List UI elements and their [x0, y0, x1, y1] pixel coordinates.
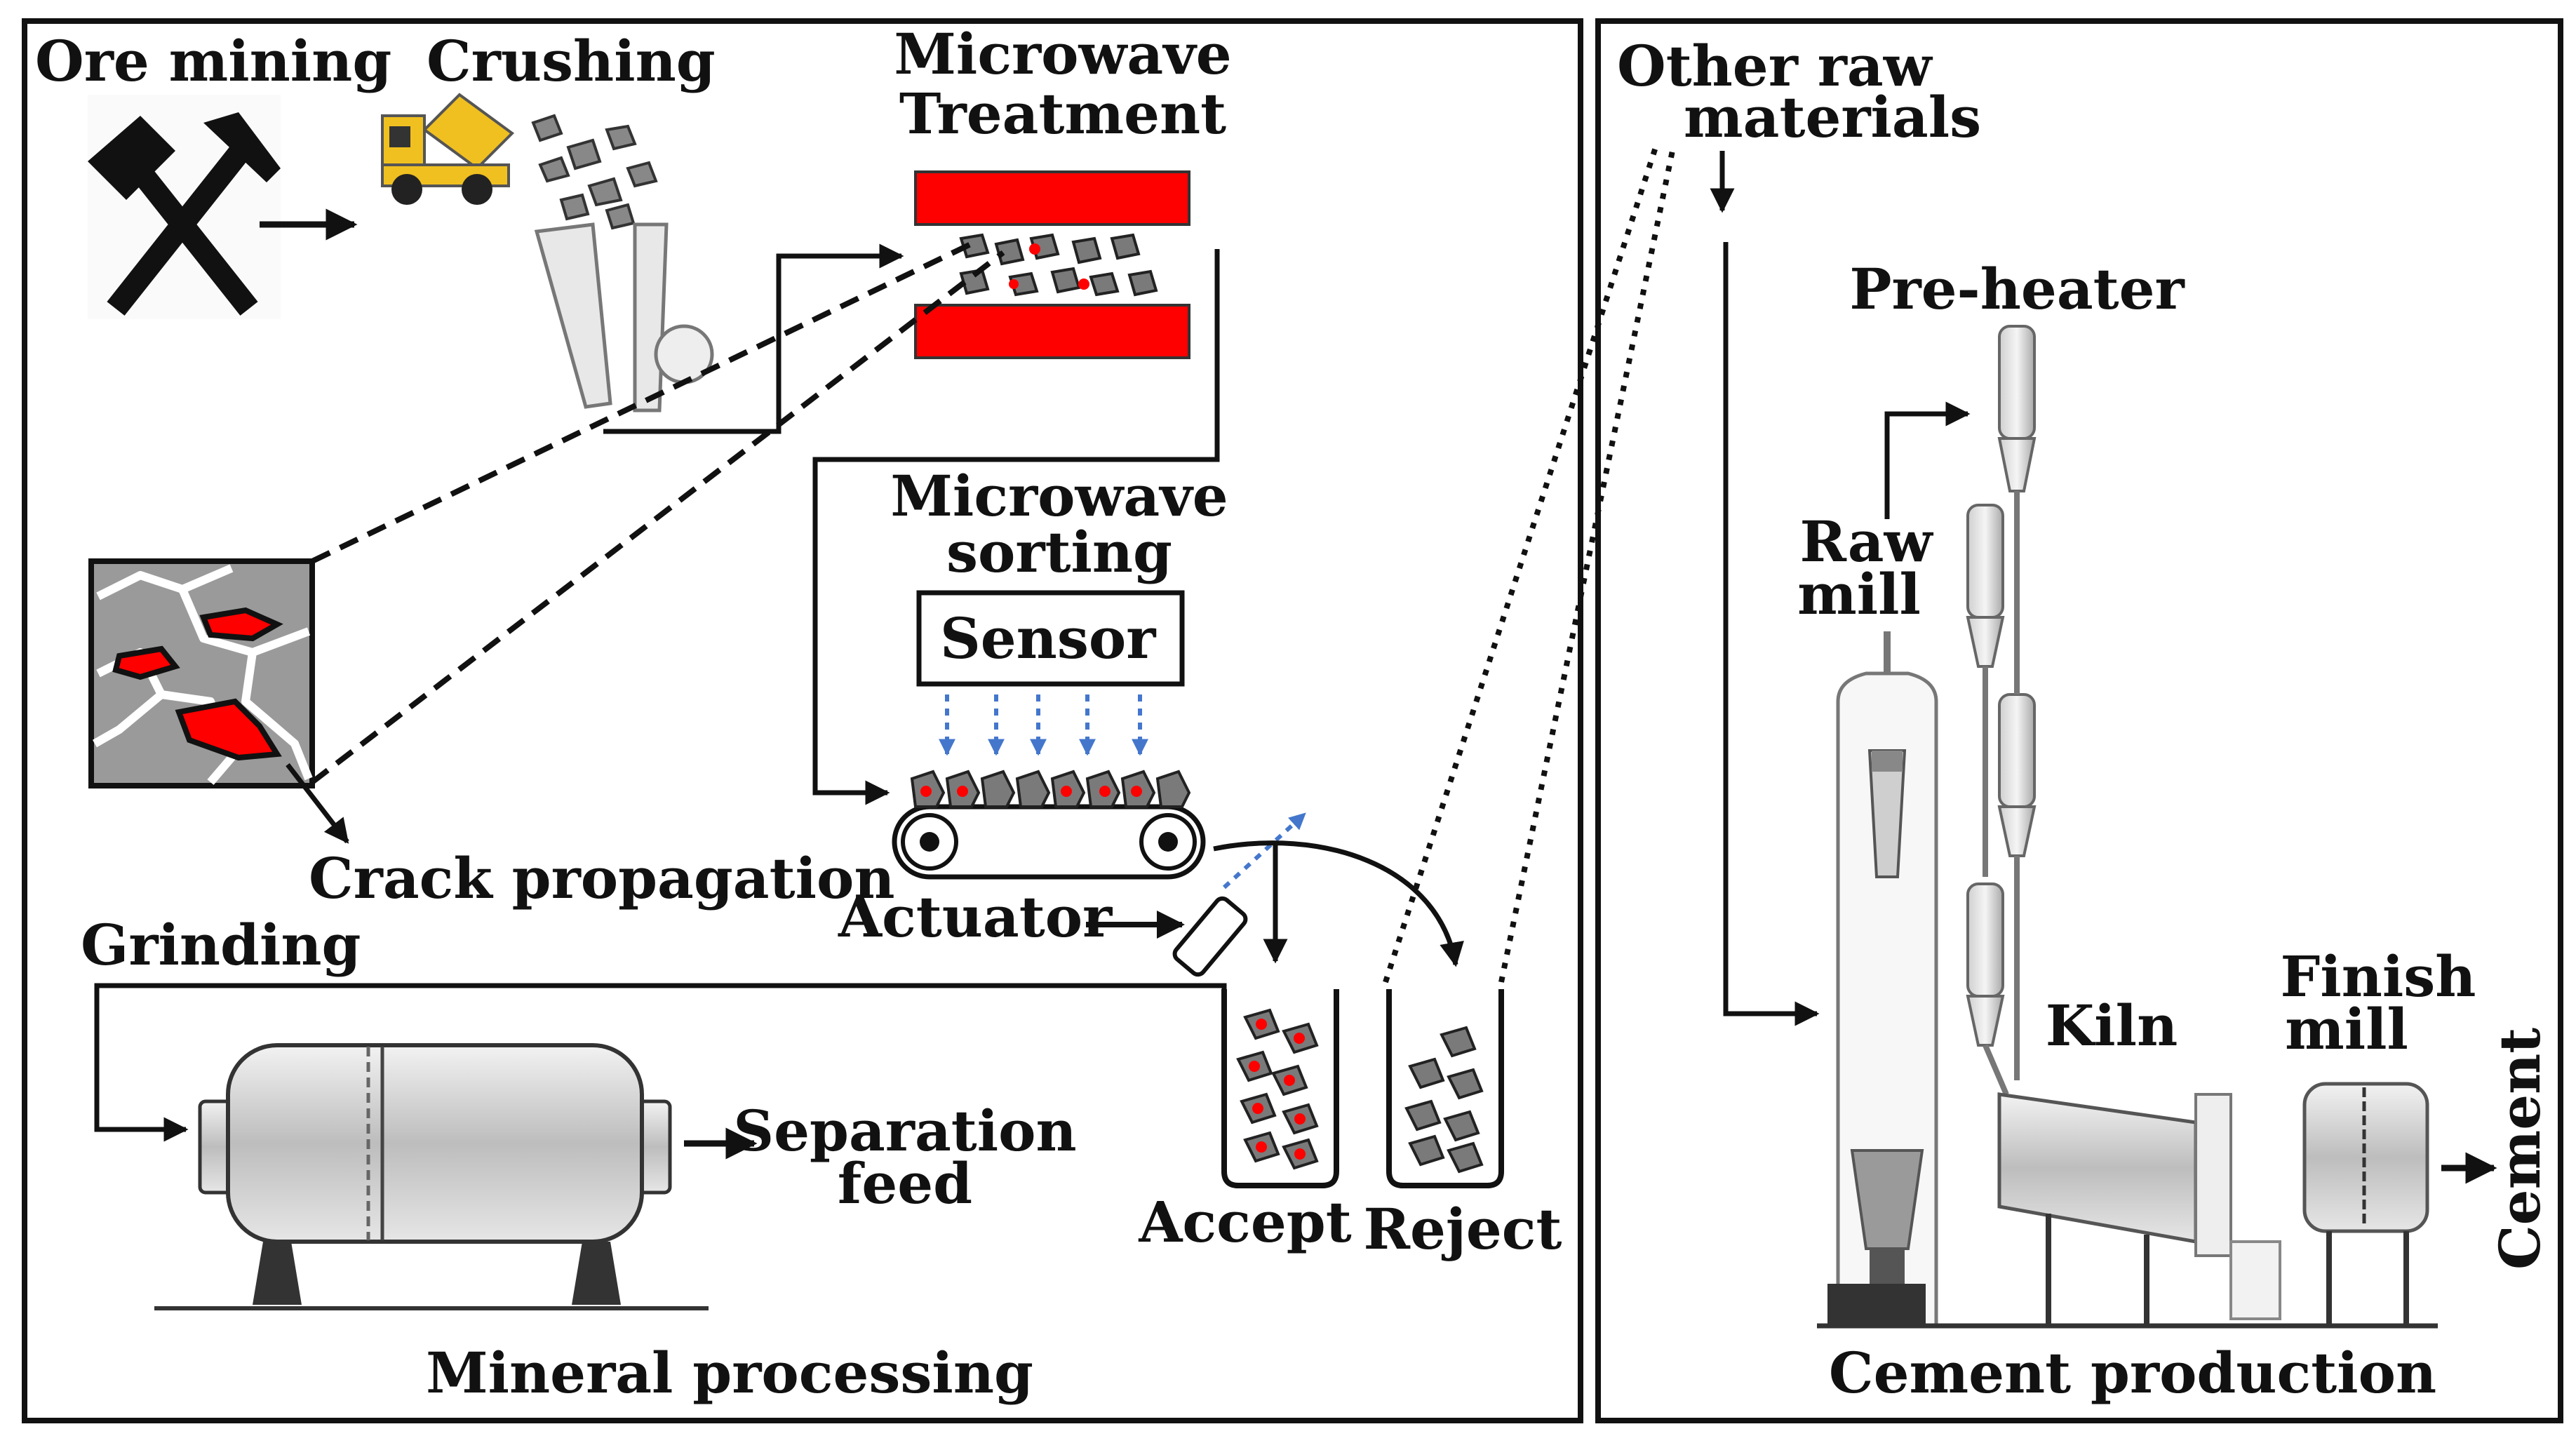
sensor-waves: [939, 694, 1148, 756]
label-microwave-treatment-1: Microwave: [894, 21, 1231, 87]
label-ore-mining: Ore mining: [35, 28, 391, 94]
cement-production-panel: [1595, 18, 2563, 1423]
label-microwave-sorting-2: sorting: [946, 519, 1172, 585]
ball-mill-icon: [154, 1043, 709, 1310]
label-accept: Accept: [1138, 1189, 1351, 1255]
caption-mineral-processing: Mineral processing: [426, 1340, 1033, 1406]
reject-bin: [1386, 989, 1504, 1188]
label-finish-mill-1: Finish: [2281, 944, 2476, 1009]
label-raw-mill-2: mill: [1797, 561, 1921, 627]
conveyor-belt-icon: [892, 770, 1206, 880]
flow-raw-to-raw-mill: [1723, 242, 1820, 1026]
label-other-raw-2: materials: [1684, 84, 1981, 150]
label-kiln: Kiln: [2046, 993, 2178, 1059]
flow-raw-mill-to-preheater: [1884, 401, 1971, 519]
label-sensor: Sensor: [940, 605, 1156, 671]
dump-truck-icon: [381, 93, 515, 205]
label-preheater: Pre-heater: [1849, 256, 2185, 322]
label-reject: Reject: [1364, 1196, 1562, 1262]
arrow-crack: [286, 763, 349, 844]
jaw-crusher-icon: [534, 222, 714, 412]
label-crack-propagation: Crack propagation: [309, 845, 895, 911]
label-crushing: Crushing: [427, 28, 716, 94]
crack-propagation-zoom-icon: [88, 558, 315, 788]
caption-cement-production: Cement production: [1829, 1340, 2436, 1406]
flow-accept-to-grinding: [94, 983, 1227, 1142]
link-reject-to-cement-2: [1498, 147, 1676, 983]
link-reject-to-cement-1: [1383, 146, 1658, 984]
accept-bin: [1221, 989, 1339, 1188]
label-microwave-sorting-1: Microwave: [890, 463, 1228, 529]
label-grinding: Grinding: [81, 912, 361, 978]
flow-microwave-to-sorting: [812, 249, 1220, 805]
label-cement: Cement: [2487, 1028, 2553, 1270]
sensor-box: [916, 590, 1185, 687]
zoom-line-bottom: [310, 250, 1005, 785]
air-jet: [1222, 812, 1307, 890]
label-microwave-treatment-2: Treatment: [899, 81, 1226, 147]
label-separation-feed-2: feed: [838, 1150, 972, 1216]
mineral-processing-panel: [22, 18, 1583, 1423]
crossed-hammers-icon: [88, 95, 281, 319]
label-separation-feed-1: Separation: [733, 1098, 1076, 1164]
label-other-raw-1: Other raw: [1617, 33, 1933, 99]
label-actuator: Actuator: [838, 884, 1113, 950]
crushed-ore-icon: [531, 114, 658, 230]
cement-plant-icon: [1817, 325, 2438, 1329]
flow-crusher-to-microwave: [603, 243, 904, 434]
flow-to-reject: [1213, 840, 1464, 967]
label-raw-mill-1: Raw: [1799, 509, 1933, 575]
microwave-cavity-icon: [914, 170, 1190, 359]
actuator-nozzle: [1172, 896, 1248, 977]
label-finish-mill-2: mill: [2285, 996, 2408, 1062]
